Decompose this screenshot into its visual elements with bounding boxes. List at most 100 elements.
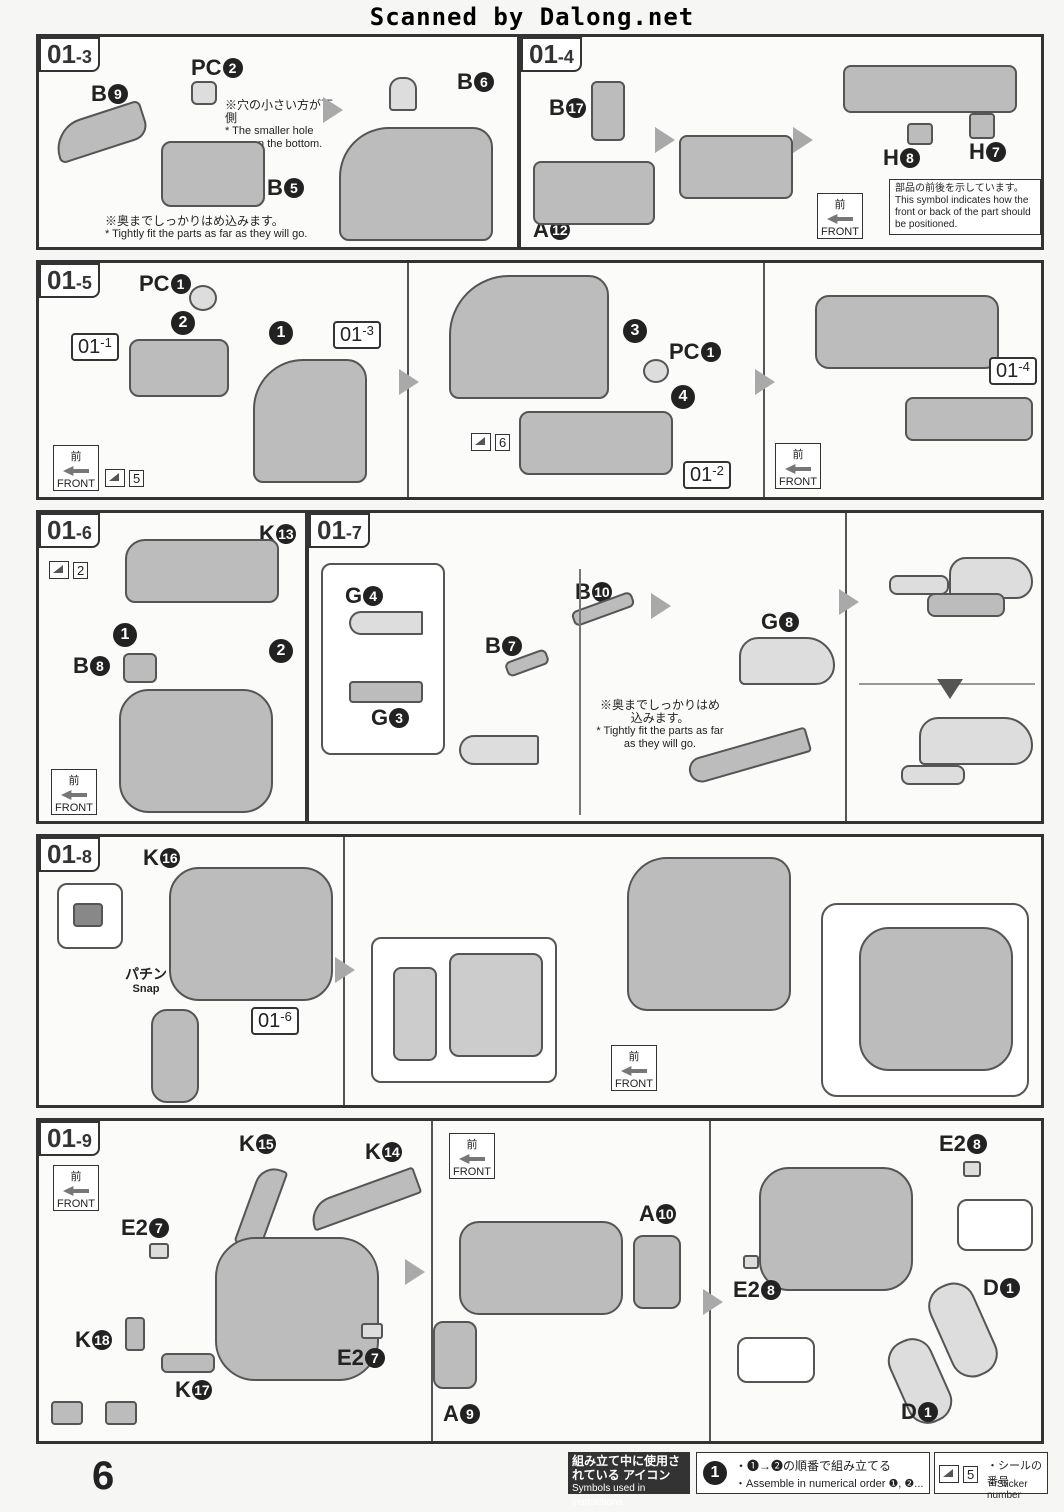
ref-01-1: 01-1 <box>71 333 119 361</box>
ref-01-4: 01-4 <box>989 357 1037 385</box>
part-pc1-illustration <box>189 285 217 311</box>
part-h7-illustration <box>969 113 995 139</box>
step-arrow <box>655 127 675 153</box>
step-title: 01-3 <box>39 37 100 72</box>
ref-01-3: 01-3 <box>333 321 381 349</box>
part-k16-illustration <box>73 903 103 927</box>
step-arrow <box>405 1259 425 1285</box>
note-tight-fit: ※奥までしっかりはめ込みます。 * Tightly fit the parts … <box>596 698 724 751</box>
step-title: 01-9 <box>39 1121 100 1156</box>
snap-label: パチン Snap <box>125 966 167 996</box>
assembly-01-3-illustration <box>449 275 609 399</box>
legend-sticker: 5 ・シールの番号 ・Sticker number <box>934 1452 1048 1501</box>
step-arrow <box>793 127 813 153</box>
step-arrow <box>755 369 775 395</box>
assembly-01-9-illustration <box>759 1167 913 1291</box>
part-small-illustration <box>901 765 965 785</box>
step-title: 01-5 <box>39 263 100 298</box>
legend-order: 1 ・❶→❷の順番で組み立てる ・Assemble in numerical o… <box>696 1452 930 1494</box>
assembly-01-8-result-illustration <box>859 927 1013 1071</box>
subassembly-g3-g4-illustration <box>459 735 539 765</box>
part-b5-illustration <box>161 141 265 207</box>
sticker-k-pair-illustration <box>105 1401 137 1425</box>
detail-illustration <box>449 953 543 1057</box>
assembly-01-3-illustration <box>253 359 367 483</box>
assembly-01-4-illustration <box>843 65 1017 113</box>
part-k18-illustration <box>125 1317 145 1351</box>
part-e2-8-illustration <box>963 1161 981 1177</box>
part-a10-illustration <box>633 1235 681 1309</box>
sticker-icon <box>105 469 125 487</box>
order-number: 1 <box>269 321 293 345</box>
assembly-01-5-illustration <box>815 295 999 369</box>
part-small-illustration <box>889 575 949 595</box>
part-h8-illustration <box>907 123 933 145</box>
assembly-01-5-illustration <box>119 689 273 813</box>
step-arrow <box>323 97 343 123</box>
part-b8-illustration <box>123 653 157 683</box>
part-b17-illustration <box>591 81 625 141</box>
part-g3-illustration <box>349 681 423 703</box>
assembly-01-4-illustration <box>905 397 1033 441</box>
step-arrow <box>399 369 419 395</box>
order-number: 2 <box>171 311 195 335</box>
order-number: 1 <box>113 623 137 647</box>
part-k14-illustration <box>305 1166 423 1232</box>
order-number: 4 <box>671 385 695 409</box>
part-e2-7-illustration <box>149 1243 169 1259</box>
sticker-detail-inset <box>737 1337 815 1383</box>
part-e2-8-illustration <box>743 1255 759 1269</box>
part-g8-illustration <box>739 637 835 685</box>
ref-01-2: 01-2 <box>683 461 731 489</box>
part-a12-illustration <box>533 161 655 225</box>
divider <box>431 1121 433 1441</box>
sticker-icon: 5 <box>939 1465 979 1483</box>
divider <box>709 1121 711 1441</box>
assembly-01-8-illustration <box>627 857 791 1011</box>
part-k13-illustration <box>125 539 279 603</box>
sticker-number: 6 <box>471 433 511 451</box>
part-e2-7-illustration <box>361 1323 383 1339</box>
assembly-01-6-illustration <box>169 867 333 1001</box>
sticker-number: 5 <box>105 469 145 487</box>
sticker-icon <box>471 433 491 451</box>
assembly-01-9a-illustration <box>459 1221 623 1315</box>
assembly-01-2-illustration <box>519 411 673 475</box>
part-pc1-illustration <box>643 359 669 383</box>
subassembly-inset <box>321 563 445 755</box>
front-symbol-info: 部品の前後を示しています。 This symbol indicates how … <box>889 179 1041 235</box>
step-title: 01-8 <box>39 837 100 872</box>
page-number: 6 <box>92 1454 115 1498</box>
order-number: 3 <box>623 319 647 343</box>
